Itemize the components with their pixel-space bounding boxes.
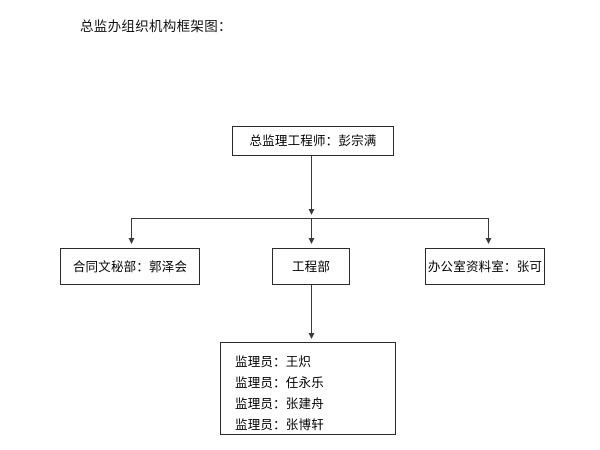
org-node-director: 总监理工程师：彭宗满 xyxy=(232,126,394,156)
supervisor-list-item: 监理员：张建舟 xyxy=(235,396,324,411)
org-node-office-archive-label: 办公室资料室：张可 xyxy=(427,258,543,274)
supervisor-list-item: 监理员：任永乐 xyxy=(235,375,324,390)
org-node-engineering-department: 工程部 xyxy=(272,248,350,285)
org-node-engineering-department-label: 工程部 xyxy=(291,258,331,274)
org-node-contract-department-label: 合同文秘部：郭泽会 xyxy=(72,258,188,274)
org-node-office-archive: 办公室资料室：张可 xyxy=(425,248,545,285)
page-title: 总监办组织机构框架图： xyxy=(80,19,232,35)
org-node-supervisor-list: 监理员：王炽 监理员：任永乐 监理员：张建舟 监理员：张博轩 xyxy=(220,342,396,435)
org-node-contract-department: 合同文秘部：郭泽会 xyxy=(60,248,200,285)
supervisor-list-item: 监理员：张博轩 xyxy=(235,417,324,432)
org-node-director-label: 总监理工程师：彭宗满 xyxy=(249,133,377,148)
supervisor-list-item: 监理员：王炽 xyxy=(235,354,312,369)
